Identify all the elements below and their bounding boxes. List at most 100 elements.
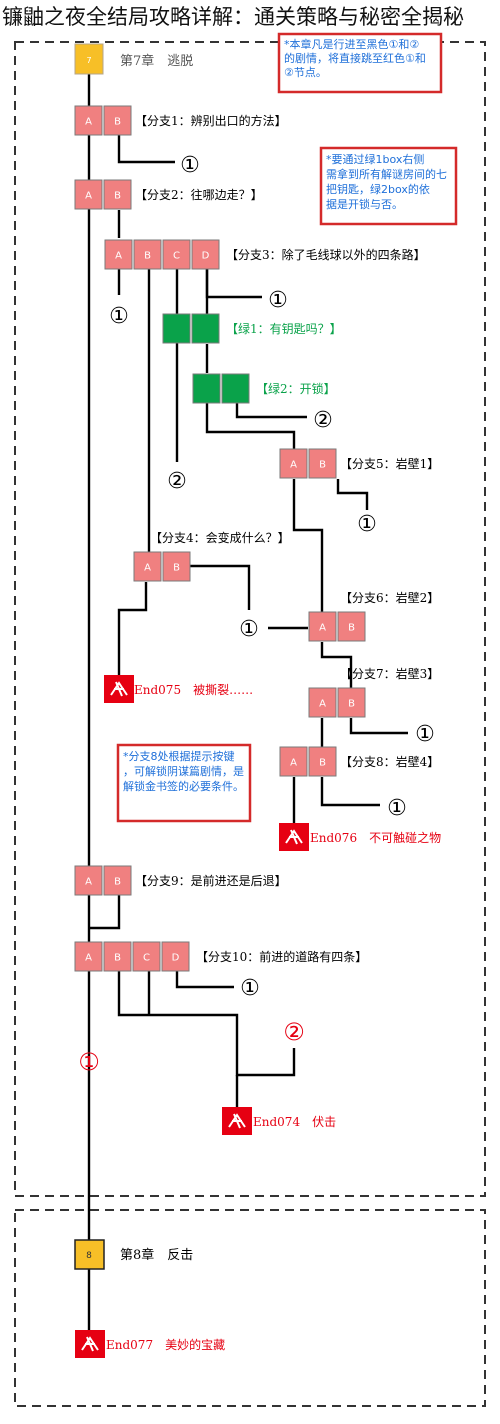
option-label: A: [115, 251, 122, 262]
ending-076: End076 不可触碰之物: [310, 831, 441, 845]
marker-one-b3d: ①: [268, 288, 288, 313]
note-line: 解锁金书签的必要条件。: [123, 779, 244, 793]
option-box: [308, 746, 337, 777]
option-box: [161, 941, 190, 972]
chapter7-label: 第7章 逃脱: [120, 53, 193, 69]
b4-a-branch: [117, 582, 148, 675]
b3-d-branch: [205, 268, 262, 299]
green2-boxes: [192, 373, 250, 404]
branch2-label: 【分支2：往哪边走？】: [135, 187, 263, 202]
b10-a-branch: [117, 970, 149, 1017]
chapter8-label: 第8章 反击: [120, 1247, 193, 1263]
note-line: 的剧情，将直接跳至红色①和: [284, 51, 426, 65]
option-box: [74, 865, 103, 896]
marker-one-b5: ①: [357, 512, 377, 537]
option-box: [308, 687, 337, 718]
g2-a-to-b5: [205, 403, 296, 449]
chapter7-number: 7: [86, 56, 91, 65]
note-top: [277, 32, 443, 94]
note-line: ，可解锁阴谋篇剧情，是: [123, 764, 244, 778]
branch5-label: 【分支5：岩壁1】: [340, 456, 439, 471]
option-label: B: [173, 563, 180, 574]
option-label: B: [114, 877, 121, 888]
option-label: A: [85, 191, 92, 202]
b9-b-loop: [89, 895, 121, 930]
option-label: A: [85, 953, 92, 964]
marker-one-b1: ①: [180, 153, 200, 178]
ending-glyph: [81, 1336, 99, 1352]
option-label: B: [319, 758, 326, 769]
ending-glyph: [228, 1113, 246, 1129]
green1-label: 【绿1：有钥匙吗？】: [226, 321, 342, 336]
ending-icon: [75, 1330, 105, 1358]
option-box: [279, 746, 308, 777]
page-title: 镰鼬之夜全结局攻略详解：通关策略与秘密全揭秘: [2, 5, 464, 29]
ending-075: End075 被撕裂……: [134, 683, 253, 697]
ending-glyph: [110, 681, 128, 697]
note-frame: [277, 32, 443, 94]
option-box: [104, 239, 133, 270]
chapter8-frame: [14, 1209, 486, 1407]
option-box: [103, 105, 132, 136]
marker-one-red: ①: [78, 1048, 100, 1076]
option-box: [103, 941, 132, 972]
branch10-boxes: A B C D: [74, 941, 190, 972]
option-label: B: [114, 953, 121, 964]
marker-two-red: ②: [283, 1018, 305, 1046]
chapter7-frame: [14, 41, 486, 1197]
option-label: B: [114, 117, 121, 128]
note-branch8: [116, 743, 252, 823]
option-box: [162, 551, 191, 582]
b10-c-branch: [175, 970, 234, 989]
option-label: B: [319, 460, 326, 471]
option-label: C: [143, 953, 150, 964]
option-box: [191, 313, 220, 344]
option-box: [132, 941, 161, 972]
note-line: 把钥匙，绿2box的依: [326, 182, 430, 196]
option-box: [308, 448, 337, 479]
note-line: 据是开锁与否。: [326, 197, 403, 211]
ending-icon: [279, 823, 309, 851]
branch7-label: 【分支7：岩壁3】: [340, 666, 439, 681]
note-branch8-text: *分支8处根据提示按键，可解锁阴谋篇剧情，是解锁金书签的必要条件。: [123, 749, 244, 793]
option-label: A: [85, 117, 92, 128]
branch1-label: 【分支1：辨别出口的方法】: [135, 113, 287, 128]
option-box: [308, 611, 337, 642]
option-box: [337, 611, 366, 642]
g2-b-branch: [235, 403, 307, 419]
option-box: [337, 687, 366, 718]
option-box: [279, 448, 308, 479]
note-line: *要通过绿1box右侧: [326, 152, 424, 166]
option-label: A: [85, 877, 92, 888]
branch10-label: 【分支10：前进的道路有四条】: [196, 949, 367, 964]
note-line: ②节点。: [284, 66, 327, 79]
option-box: [191, 239, 220, 270]
option-label: A: [290, 460, 297, 471]
green1-boxes: [162, 313, 220, 344]
option-box: [103, 865, 132, 896]
branch3-label: 【分支3：除了毛线球以外的四条路】: [226, 247, 426, 262]
marker-one-b4: ①: [239, 617, 259, 642]
note-line: *本章凡是行进至黑色①和②: [284, 37, 419, 51]
note-frame: [116, 743, 252, 823]
option-box: [74, 941, 103, 972]
chapter8-box: [74, 1239, 105, 1270]
option-label: C: [173, 251, 180, 262]
marker-one-b3a: ①: [109, 304, 129, 329]
option-label: D: [172, 953, 180, 964]
option-box: [162, 239, 191, 270]
branch6-label: 【分支6：岩壁2】: [340, 590, 439, 605]
b5-b-branch: [336, 479, 369, 510]
chapter7-box: [74, 43, 104, 75]
option-box: [74, 105, 103, 136]
marker-one-b8: ①: [387, 796, 407, 821]
green2-label: 【绿2：开锁】: [256, 381, 336, 396]
branch8-label: 【分支8：岩壁4】: [340, 754, 439, 769]
